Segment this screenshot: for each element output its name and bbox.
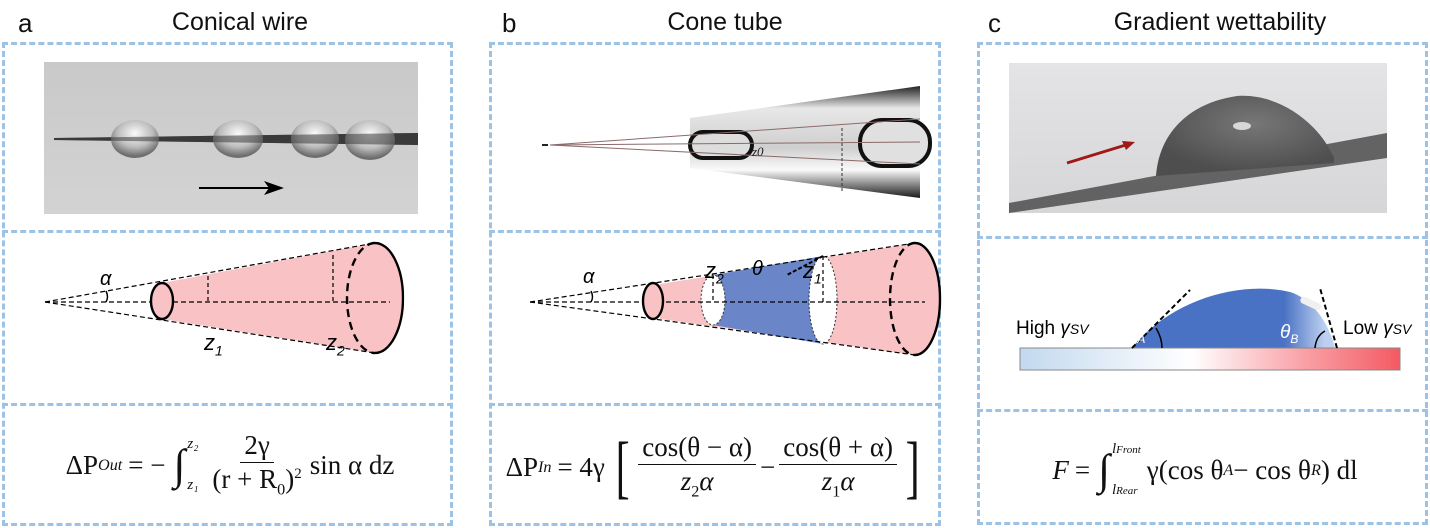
- z1-label-b: z1: [803, 258, 822, 287]
- cone-tube-diagram: [529, 241, 942, 357]
- z1-label: z1: [204, 330, 223, 359]
- panel-c-frame: [977, 42, 1428, 525]
- angle-alpha-label: α: [100, 268, 112, 290]
- theta-label-b: θ: [752, 258, 763, 280]
- angle-alpha-label-b: α: [583, 266, 595, 288]
- panel-c-letter: c: [988, 8, 1001, 38]
- panel-b-title: Cone tube: [667, 8, 783, 36]
- red-arrow-shaft: [1066, 142, 1130, 165]
- cone-base-back: [345, 241, 376, 355]
- panel-b-divider-1: [489, 230, 941, 233]
- gradient-wettability-photo: [1009, 63, 1387, 213]
- theta-b-label: θB: [1280, 322, 1299, 346]
- panel-c-divider-1: [977, 236, 1428, 239]
- panel-a-divider-1: [2, 230, 453, 233]
- cone-tip-ring: [149, 281, 175, 321]
- panel-c-title: Gradient wettability: [1113, 8, 1327, 36]
- tube-tip-ring: [641, 281, 665, 321]
- liquid-plug-left: [688, 130, 754, 160]
- z0-label: z0: [751, 144, 764, 159]
- tube-body: [690, 86, 920, 198]
- conical-wire-diagram: [44, 241, 430, 395]
- red-arrow-head: [1122, 141, 1135, 150]
- gradient-wettability-diagram: [1019, 287, 1401, 371]
- tangent-a: [1131, 289, 1191, 349]
- photo-droplet: [1156, 95, 1334, 176]
- cone-tube-photo: z0: [542, 86, 932, 198]
- panel-a-frame: [2, 42, 453, 526]
- panel-b-divider-2: [489, 403, 941, 406]
- liquid-column: [713, 256, 823, 344]
- low-surface-energy-label: Low γSV: [1343, 318, 1412, 339]
- panel-a-divider-2: [2, 403, 453, 406]
- cone-body: [162, 243, 375, 353]
- liquid-plug-right: [858, 118, 932, 168]
- panel-b-letter: b: [502, 8, 517, 38]
- z2-label-b: z2: [705, 258, 724, 287]
- conical-wire-photo: [44, 62, 418, 214]
- diagram-droplet: [1132, 288, 1335, 348]
- z2-label: z2: [326, 330, 345, 359]
- panel-a-title: Conical wire: [171, 8, 309, 36]
- high-surface-energy-label: High γSV: [1016, 318, 1089, 339]
- gradient-surface: [1019, 347, 1401, 371]
- panel-c-divider-2: [977, 409, 1428, 412]
- tube-base-rim: [914, 241, 942, 357]
- theta-a-label: θA: [1127, 322, 1146, 346]
- direction-arrow-head: [264, 181, 284, 195]
- tangent-b: [1319, 287, 1338, 349]
- panel-a-letter: a: [18, 8, 33, 38]
- contact-angle-line: [786, 255, 824, 276]
